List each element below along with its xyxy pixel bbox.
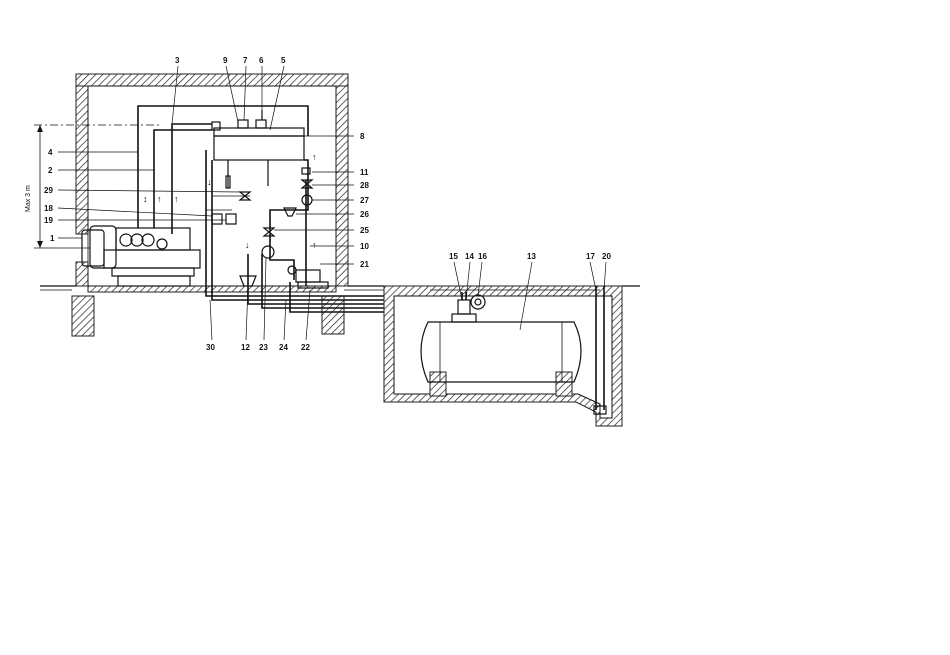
label-27: 27 [360, 196, 369, 205]
label-20: 20 [602, 252, 611, 261]
label-9: 9 [223, 56, 228, 65]
height-note: Max 3 m [25, 185, 32, 212]
label-11: 11 [360, 168, 369, 177]
svg-text:↑: ↑ [312, 240, 317, 250]
label-24: 24 [279, 343, 288, 352]
tank-pit [384, 286, 622, 426]
label-14: 14 [465, 252, 474, 261]
label-15: 15 [449, 252, 458, 261]
label-29: 29 [44, 186, 53, 195]
label-23: 23 [259, 343, 268, 352]
label-7: 7 [243, 56, 248, 65]
label-3: 3 [175, 56, 180, 65]
label-10: 10 [360, 242, 369, 251]
svg-text:↑: ↑ [312, 152, 317, 162]
day-tank [212, 110, 304, 188]
label-19: 19 [44, 216, 53, 225]
label-25: 25 [360, 226, 369, 235]
pipework [138, 106, 408, 312]
label-8: 8 [360, 132, 365, 141]
label-18: 18 [44, 204, 53, 213]
label-28: 28 [360, 181, 369, 190]
svg-text:↓: ↓ [207, 177, 212, 187]
label-5: 5 [281, 56, 286, 65]
label-4: 4 [48, 148, 53, 157]
label-17: 17 [586, 252, 595, 261]
label-21: 21 [360, 260, 369, 269]
engine-generator [82, 226, 200, 286]
label-22: 22 [301, 343, 310, 352]
label-6: 6 [259, 56, 264, 65]
valves-and-pump [212, 168, 328, 288]
svg-text:↕: ↕ [143, 194, 148, 204]
flow-arrows: ↕ ↑ ↑ ↓ ↓ ↑ ↑ [143, 152, 317, 250]
label-13: 13 [527, 252, 536, 261]
label-1: 1 [50, 234, 55, 243]
svg-text:↑: ↑ [157, 194, 162, 204]
label-30: 30 [206, 343, 215, 352]
svg-text:↑: ↑ [174, 194, 179, 204]
label-2: 2 [48, 166, 53, 175]
label-26: 26 [360, 210, 369, 219]
label-16: 16 [478, 252, 487, 261]
svg-text:↓: ↓ [245, 240, 250, 250]
label-12: 12 [241, 343, 250, 352]
cylinder-heads [120, 234, 154, 246]
